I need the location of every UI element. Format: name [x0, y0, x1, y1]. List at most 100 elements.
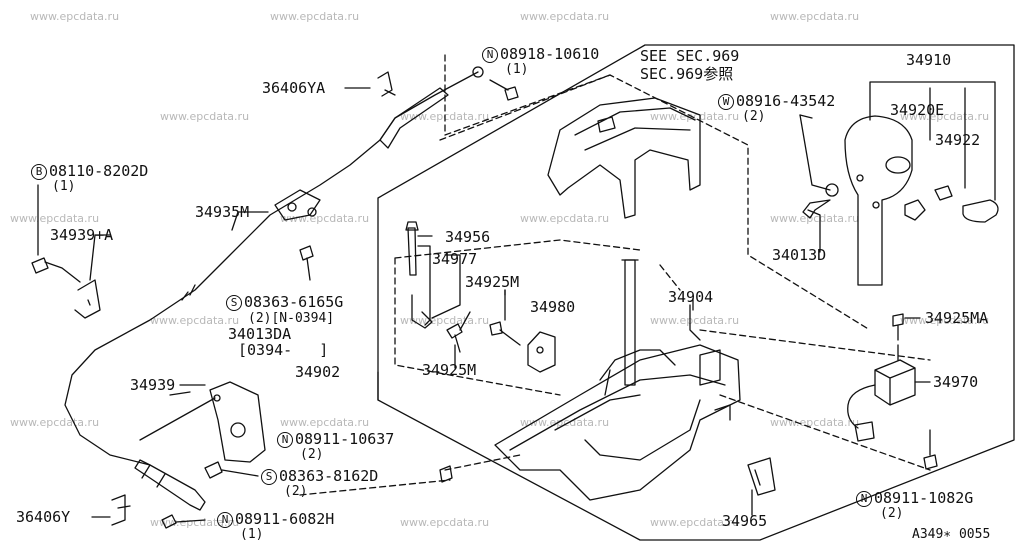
watermark: www.epcdata.ru: [520, 10, 610, 23]
part-label-36406YA: 36406YA: [262, 79, 326, 97]
fastener-qty: (2): [284, 484, 308, 499]
fastener-prefix-n: N: [482, 47, 498, 63]
console-cover-detail: [574, 107, 696, 151]
watermark: www.epcdata.ru: [900, 314, 990, 327]
clip-36406Y: [111, 494, 131, 526]
shifter-base: [494, 344, 741, 501]
watermark: www.epcdata.ru: [10, 212, 100, 225]
fastener-prefix-w: W: [718, 94, 734, 110]
cable-clamp: [274, 189, 321, 221]
bolt-34925M-b: [489, 321, 521, 346]
washer: [825, 183, 839, 197]
knob-cap: [962, 199, 999, 223]
bolt-s1: [299, 245, 314, 281]
part-label-34925M: 34925M: [465, 273, 520, 291]
watermark: www.epcdata.ru: [650, 314, 740, 327]
bracket-34939: [209, 381, 266, 463]
fastener-number: 08110-8202D: [49, 162, 149, 180]
leader-lines: [37, 87, 931, 518]
part-label-34925MA: 34925MA: [925, 309, 989, 327]
part-label-34977: 34977: [432, 250, 478, 268]
nut-n1: [489, 79, 519, 101]
watermark: www.epcdata.ru: [650, 516, 740, 529]
fastener-prefix-s: S: [261, 469, 277, 485]
watermark: www.epcdata.ru: [400, 516, 490, 529]
part-label-34939: 34939: [130, 376, 176, 394]
watermark: www.epcdata.ru: [30, 10, 120, 23]
detent-rod: [407, 227, 417, 276]
part-label-34925M-lower: 34925M: [422, 361, 477, 379]
nut-n4: [923, 429, 938, 470]
fastener-number: 08911-10637: [295, 430, 395, 448]
fastener-prefix-n: N: [277, 432, 293, 448]
fastener-qty: (1): [505, 62, 529, 77]
part-label-34956: 34956: [445, 228, 491, 246]
fastener-number: 08918-10610: [500, 45, 600, 63]
part-label-34965: 34965: [722, 512, 768, 530]
fastener-qty: (2): [300, 447, 324, 462]
clip-36406YA: [377, 71, 396, 97]
part-label-34902: 34902: [295, 363, 341, 381]
cable-guide-dash: [444, 54, 611, 136]
watermark: www.epcdata.ru: [270, 10, 360, 23]
bolt-34925M-a: [446, 323, 463, 353]
fastener-qty: (2): [880, 506, 904, 521]
diagram-code: A349∗ 0055: [912, 527, 991, 542]
watermark: www.epcdata.ru: [150, 516, 240, 529]
part-label-36406Y: 36406Y: [16, 508, 71, 526]
fastener-prefix-s: S: [226, 295, 242, 311]
selector-subbox: [394, 239, 641, 396]
watermark: www.epcdata.ru: [900, 110, 990, 123]
part-label-34970: 34970: [933, 373, 979, 391]
fastener-number: 08916-43542: [736, 92, 836, 110]
part-label-34910: 34910: [906, 51, 952, 69]
watermark: www.epcdata.ru: [650, 110, 740, 123]
cable-end-upper: [379, 87, 449, 149]
fastener-number: 08363-8162D: [279, 467, 379, 485]
fastener-qty: (1): [240, 527, 264, 542]
fastener-number: 08363-6165G: [244, 293, 344, 311]
knob-spring: [934, 185, 953, 201]
see-section-note-ja: SEC.969参照: [640, 65, 734, 83]
watermark: www.epcdata.ru: [10, 416, 100, 429]
watermark: www.epcdata.ru: [520, 212, 610, 225]
part-label-34922: 34922: [935, 131, 981, 149]
watermark: www.epcdata.ru: [160, 110, 250, 123]
detent-lever: [411, 294, 433, 329]
lower-dash: [659, 264, 931, 471]
block-34980: [527, 331, 556, 373]
part-label-34904: 34904: [668, 288, 714, 306]
fastener-qty: (2)[N-0394]: [248, 311, 335, 326]
nut-n3: [161, 514, 206, 529]
cable-end-lower: [134, 459, 206, 511]
fastener-number: 08911-6082H: [235, 510, 335, 528]
watermark: www.epcdata.ru: [770, 212, 860, 225]
fastener-number: 08911-1082G: [874, 489, 974, 507]
knob: [844, 115, 913, 286]
watermark: www.epcdata.ru: [280, 416, 370, 429]
part-label-34920E: 34920E: [890, 101, 945, 119]
watermark: www.epcdata.ru: [150, 314, 240, 327]
bracket-34965: [747, 457, 776, 496]
fastener-qty: (1): [52, 179, 76, 194]
watermark: www.epcdata.ru: [770, 416, 860, 429]
part-label-34939A: 34939+A: [50, 226, 114, 244]
outer-frame: [377, 44, 1015, 541]
part-label-34980: 34980: [530, 298, 576, 316]
watermark: www.epcdata.ru: [520, 416, 610, 429]
watermark: www.epcdata.ru: [770, 10, 860, 23]
bolt-b: [31, 257, 49, 274]
knob-button: [885, 156, 911, 174]
fastener-qty: (2): [742, 109, 766, 124]
see-section-note: SEE SEC.969: [640, 47, 740, 65]
bolt-s2: [204, 461, 259, 479]
fastener-prefix-b: B: [31, 164, 47, 180]
part-label-34013DA: 34013DA: [228, 325, 292, 343]
console-cover-box: [439, 74, 871, 331]
fastener-prefix-n: N: [217, 512, 233, 528]
switch-34970: [874, 359, 916, 406]
knob-clip: [904, 199, 926, 221]
nut-n2: [439, 465, 453, 483]
